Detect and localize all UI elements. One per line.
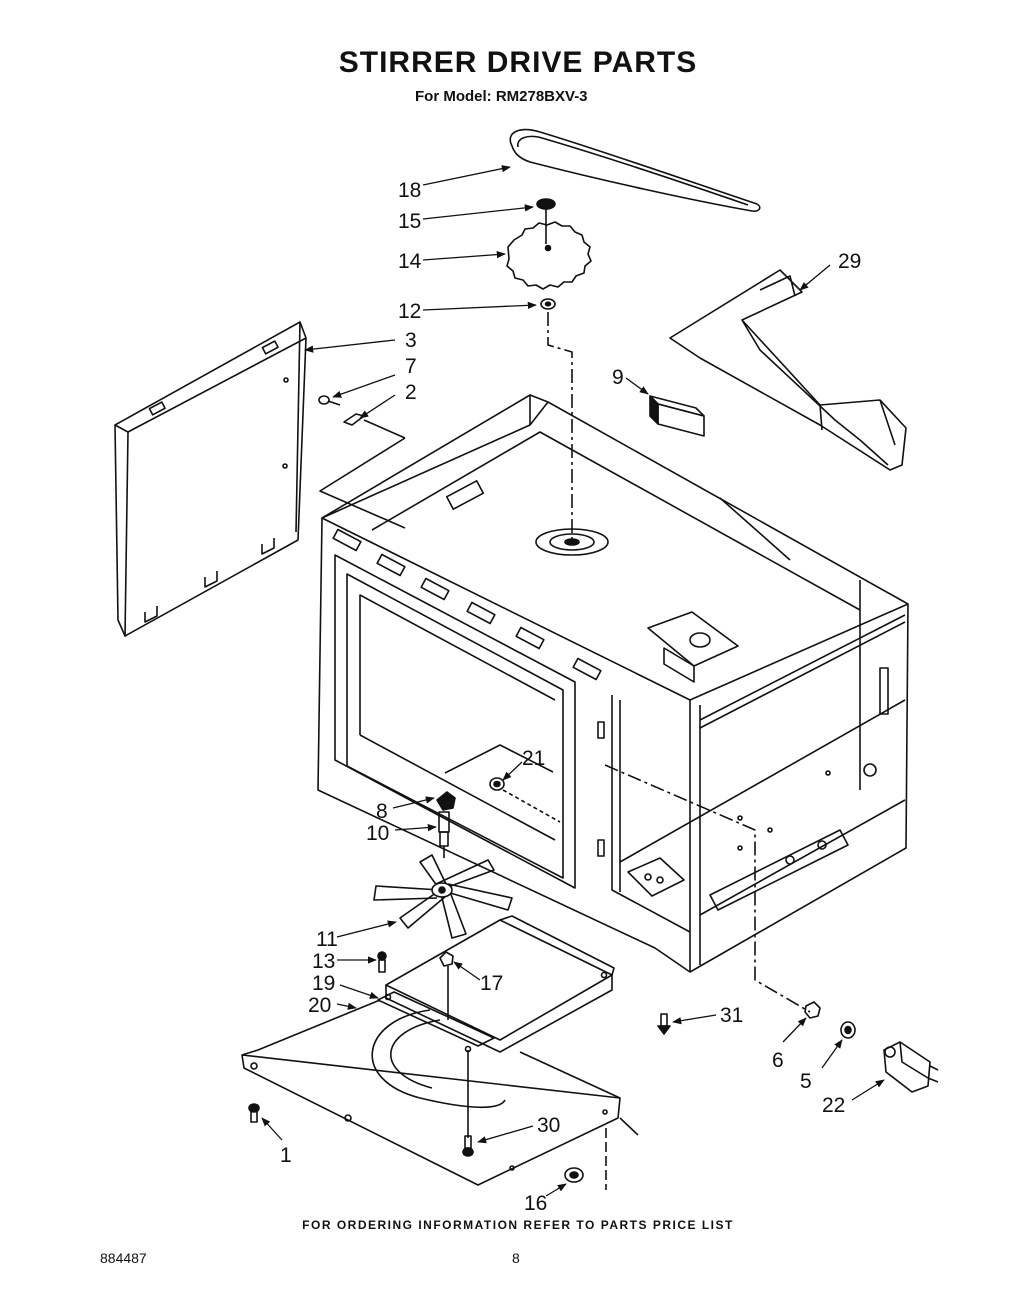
callout-17: 17 bbox=[480, 972, 503, 995]
callout-10: 10 bbox=[366, 822, 389, 845]
foot-part-16 bbox=[565, 1168, 583, 1182]
callout-labels: 18 15 14 12 3 7 2 29 9 21 8 10 11 13 17 … bbox=[280, 179, 861, 1215]
callout-14: 14 bbox=[398, 250, 422, 273]
callout-9: 9 bbox=[612, 366, 624, 389]
callout-2: 2 bbox=[405, 381, 417, 404]
shaft-assembly-part bbox=[437, 792, 455, 858]
air-duct-part bbox=[670, 270, 906, 470]
callout-leaders bbox=[261, 165, 885, 1196]
belt-part bbox=[510, 130, 759, 211]
stirrer-fan-part bbox=[374, 855, 512, 938]
callout-31: 31 bbox=[720, 1004, 743, 1027]
page-title: STIRRER DRIVE PARTS bbox=[338, 46, 698, 79]
callout-15: 15 bbox=[398, 210, 421, 233]
screw-part-13 bbox=[378, 952, 386, 972]
model-subtitle: For Model: RM278BXV-3 bbox=[415, 88, 588, 105]
foam-block-part bbox=[650, 396, 704, 436]
callout-19: 19 bbox=[312, 972, 335, 995]
washer-part-5 bbox=[841, 1022, 855, 1038]
callout-6: 6 bbox=[772, 1049, 784, 1072]
callout-20: 20 bbox=[308, 994, 331, 1017]
washer-part bbox=[541, 299, 555, 309]
nut-part-6 bbox=[805, 1002, 820, 1018]
callout-5: 5 bbox=[800, 1070, 812, 1093]
bottom-cover-part bbox=[242, 1000, 638, 1190]
callout-29: 29 bbox=[838, 250, 861, 273]
callout-30: 30 bbox=[537, 1114, 560, 1137]
callout-11: 11 bbox=[316, 928, 338, 951]
callout-21: 21 bbox=[522, 747, 545, 770]
callout-12: 12 bbox=[398, 300, 421, 323]
gear-part bbox=[507, 222, 591, 289]
screw-part-30 bbox=[463, 1136, 473, 1156]
cap-part bbox=[537, 199, 555, 244]
callout-22: 22 bbox=[822, 1094, 845, 1117]
ordering-note: FOR ORDERING INFORMATION REFER TO PARTS … bbox=[302, 1218, 734, 1232]
motor-axis-line bbox=[605, 765, 810, 1012]
callout-8: 8 bbox=[376, 800, 388, 823]
document-number: 884487 bbox=[100, 1250, 147, 1266]
nut-part-17 bbox=[440, 952, 453, 966]
oven-cabinet bbox=[318, 395, 908, 972]
callout-3: 3 bbox=[405, 329, 417, 352]
channel-part bbox=[372, 916, 614, 1138]
callout-1: 1 bbox=[280, 1144, 292, 1167]
callout-13: 13 bbox=[312, 950, 335, 973]
page-number: 8 bbox=[512, 1250, 520, 1266]
screw-part-31 bbox=[658, 1014, 670, 1034]
callout-7: 7 bbox=[405, 355, 417, 378]
screw-part-1 bbox=[249, 1104, 259, 1122]
callout-18: 18 bbox=[398, 179, 421, 202]
side-panel-part bbox=[115, 322, 306, 636]
grommet-part bbox=[445, 745, 560, 822]
stirrer-axis-line bbox=[548, 312, 572, 540]
motor-part-22 bbox=[884, 1042, 938, 1092]
screw-part-7 bbox=[319, 396, 340, 405]
callout-16: 16 bbox=[524, 1192, 547, 1215]
